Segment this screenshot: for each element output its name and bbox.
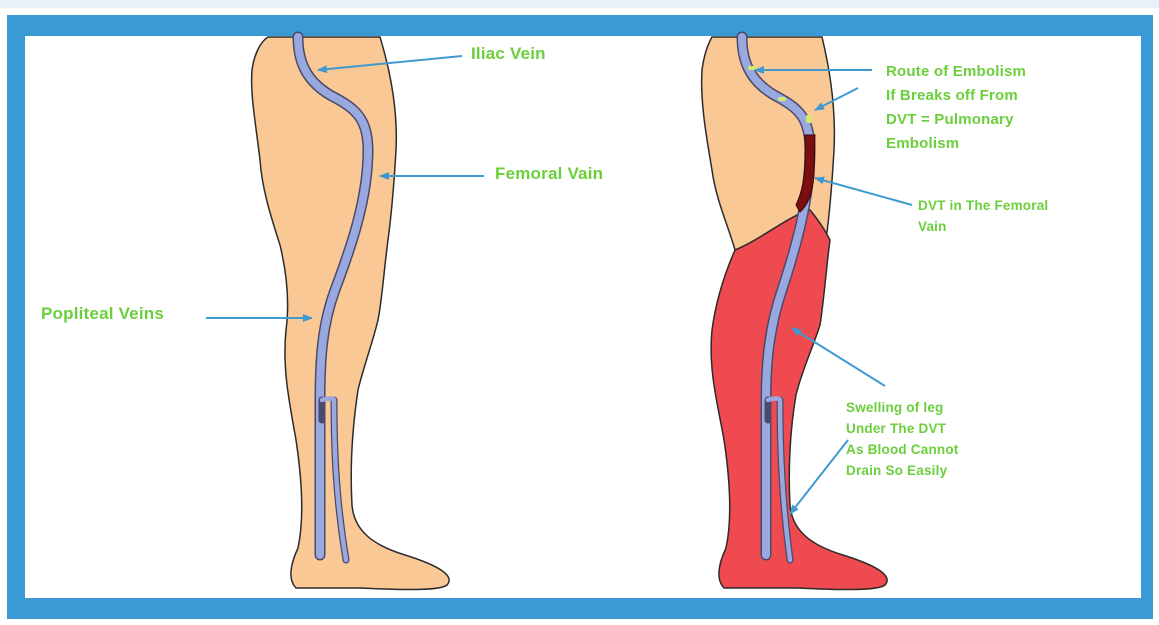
iliac-vein-label: Iliac Vein xyxy=(471,44,546,64)
route-of-embolism-label: Route of Embolism If Breaks off From DVT… xyxy=(886,60,1026,156)
dvt-femoral-label: DVT in The Femoral Vain xyxy=(918,195,1048,237)
popliteal-veins-label: Popliteal Veins xyxy=(41,304,164,324)
swelling-line: As Blood Cannot xyxy=(846,439,959,460)
top-strip xyxy=(0,0,1159,8)
swelling-line: Drain So Easily xyxy=(846,460,959,481)
embolus-fragment xyxy=(806,115,812,123)
femoral-vain-label: Femoral Vain xyxy=(495,164,603,184)
route-of-embolism-line: Route of Embolism xyxy=(886,60,1026,84)
swelling-line: Under The DVT xyxy=(846,418,959,439)
swelling-line: Swelling of leg xyxy=(846,397,959,418)
dvt-femoral-line: Vain xyxy=(918,216,1048,237)
route-of-embolism-line: DVT = Pulmonary xyxy=(886,108,1026,132)
embolus-fragment xyxy=(778,97,786,101)
swelling-label: Swelling of leg Under The DVT As Blood C… xyxy=(846,397,959,481)
route-of-embolism-line: If Breaks off From xyxy=(886,84,1026,108)
route-of-embolism-line: Embolism xyxy=(886,132,1026,156)
dvt-femoral-line: DVT in The Femoral xyxy=(918,195,1048,216)
embolus-fragment xyxy=(748,66,756,70)
